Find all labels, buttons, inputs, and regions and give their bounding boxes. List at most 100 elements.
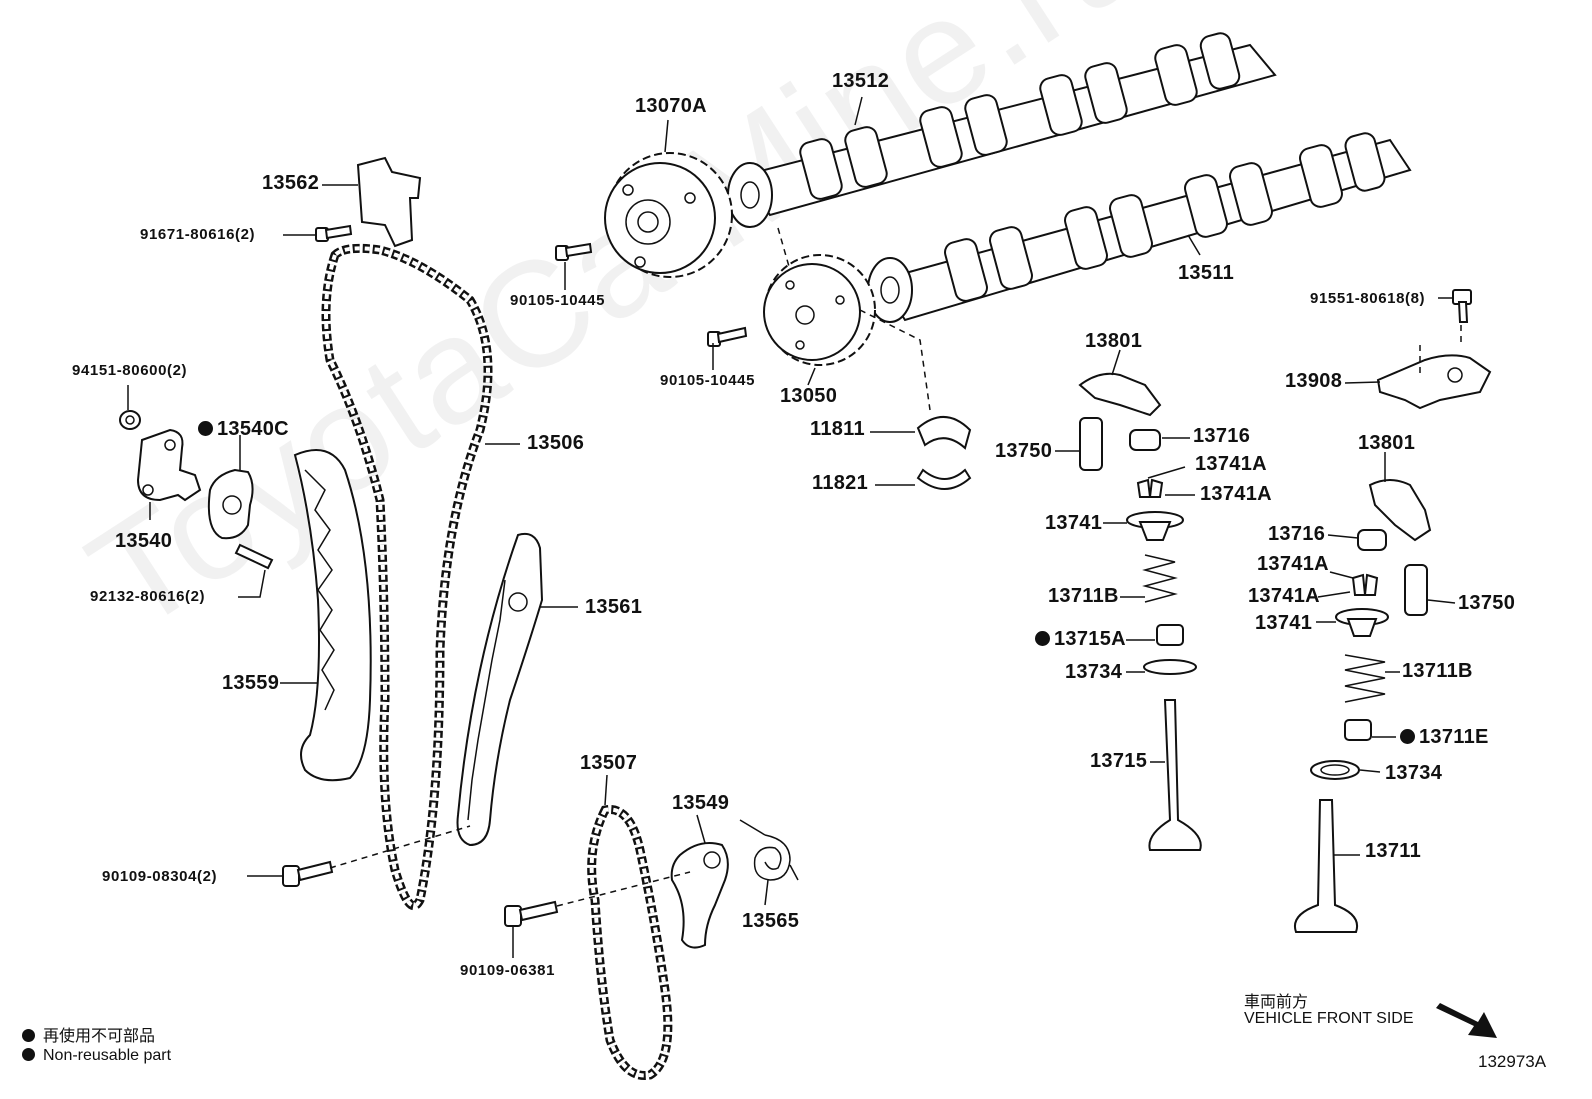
non-reusable-mark [1035,631,1050,646]
non-reusable-mark [198,421,213,436]
tensioner-arm-13549[interactable] [670,842,729,949]
label-13801-left: 13801 [1085,330,1143,352]
label-13512: 13512 [832,70,890,92]
gasket-13540C[interactable] [207,468,254,540]
bearing-lower-11821[interactable] [916,468,972,490]
rocker-arm-13801-right[interactable] [1368,479,1432,542]
non-reusable-mark [22,1048,35,1061]
label-13506: 13506 [527,432,585,454]
label-13511: 13511 [1178,262,1235,284]
label-13070A: 13070A [635,95,707,117]
bracket-13562[interactable] [356,156,422,248]
keepers-13741A-left[interactable] [1136,478,1164,498]
pad-13716-right[interactable] [1357,529,1387,551]
label-13741A-1: 13741A [1195,453,1267,475]
label-11821: 11821 [812,472,869,494]
label-13716-right: 13716 [1268,523,1326,545]
bolt-90109-08304[interactable] [282,860,334,887]
label-13750-right: 13750 [1458,592,1516,614]
pad-13716-left[interactable] [1129,429,1161,451]
seat-13734-right[interactable] [1310,760,1360,780]
label-13741A-2: 13741A [1200,483,1272,505]
label-13750-left: 13750 [995,440,1053,462]
label-13711E: 13711E [1400,726,1489,749]
label-13561: 13561 [585,596,643,618]
cam-lobes-upper [799,32,1241,200]
seal-13715A-left[interactable] [1156,624,1184,646]
chain-13507[interactable] [587,805,673,1081]
vvt-gear-13050[interactable] [763,254,876,366]
label-13716-left: 13716 [1193,425,1251,447]
label-90105-10445-lower: 90105-10445 [660,372,756,389]
label-13562: 13562 [262,172,320,194]
label-92132-80616: 92132-80616(2) [90,588,206,605]
keepers-13741A-right[interactable] [1351,573,1379,596]
label-13741A-4: 13741A [1248,585,1320,607]
label-13801-right: 13801 [1358,432,1416,454]
legend-en: Non-reusable part [22,1047,171,1065]
label-13711B-right: 13711B [1402,660,1473,682]
label-13050: 13050 [780,385,838,407]
non-reusable-mark [22,1029,35,1042]
label-13540: 13540 [115,530,173,552]
non-reusable-mark [1400,729,1415,744]
label-13715: 13715 [1090,750,1148,772]
timing-chain-13506[interactable] [321,243,493,911]
rocker-arm-13801-left[interactable] [1078,372,1162,417]
camshaft-13512[interactable] [727,31,1277,228]
spring-13711B-left[interactable] [1142,554,1178,603]
seal-13711E-right[interactable] [1344,719,1372,741]
leader-lines [127,96,1456,958]
camshaft-13511[interactable] [867,131,1412,323]
label-91551-80618: 91551-80618(8) [1310,290,1426,307]
label-13741-right: 13741 [1255,612,1313,634]
label-13711: 13711 [1365,840,1422,862]
label-13741-left: 13741 [1045,512,1103,534]
label-90109-06381: 90109-06381 [460,962,556,979]
lash-adjuster-13750-left[interactable] [1079,417,1103,471]
label-13741A-3: 13741A [1257,553,1329,575]
direction-jp: 車両前方 [1244,994,1309,1011]
label-90105-10445-upper: 90105-10445 [510,292,606,309]
label-13908: 13908 [1285,370,1343,392]
vvt-gear-13070A[interactable] [604,152,733,278]
spring-13565[interactable] [739,819,799,881]
bolt-90105-lower[interactable] [707,326,748,347]
valve-13715[interactable] [1148,699,1202,851]
label-13565: 13565 [742,910,800,932]
label-90109-08304: 90109-08304(2) [102,868,218,885]
chain-tensioner-13540[interactable] [136,428,202,502]
chain-guide-13559[interactable] [293,449,372,782]
label-13507: 13507 [580,752,638,774]
bearing-upper-11811[interactable] [916,416,972,450]
label-13540C: 13540C [198,418,289,441]
label-13559: 13559 [222,672,280,694]
direction-en: VEHICLE FRONT SIDE [1244,1010,1414,1027]
seat-13734-left[interactable] [1143,659,1197,675]
spring-13711B-right[interactable] [1344,654,1386,703]
bracket-13908[interactable] [1376,354,1492,410]
label-94151-80600: 94151-80600(2) [72,362,188,379]
diagram-id: 132973A [1478,1052,1547,1071]
bolt-91551[interactable] [1452,289,1472,323]
chain-slipper-13561[interactable] [456,532,544,847]
valve-13711[interactable] [1294,799,1358,933]
label-13711B-left: 13711B [1048,585,1119,607]
nut-94151[interactable] [119,410,141,430]
front-direction-arrow-icon [1436,1003,1497,1038]
label-13549: 13549 [672,792,730,814]
bolt-91671[interactable] [315,224,353,242]
label-11811: 11811 [810,418,865,440]
lash-adjuster-13750-right[interactable] [1404,564,1428,616]
bolt-90109-06381[interactable] [504,900,559,927]
legend-jp: 再使用不可部品 [22,1022,155,1046]
label-13715A: 13715A [1035,628,1126,651]
cam-lobes-lower [944,132,1386,302]
stud-92132[interactable] [234,543,274,570]
bolt-90105-upper[interactable] [555,242,593,261]
label-91671-80616: 91671-80616(2) [140,226,256,243]
label-13734-right: 13734 [1385,762,1443,784]
retainer-13741-left[interactable] [1126,511,1184,541]
retainer-13741-right[interactable] [1335,608,1389,637]
